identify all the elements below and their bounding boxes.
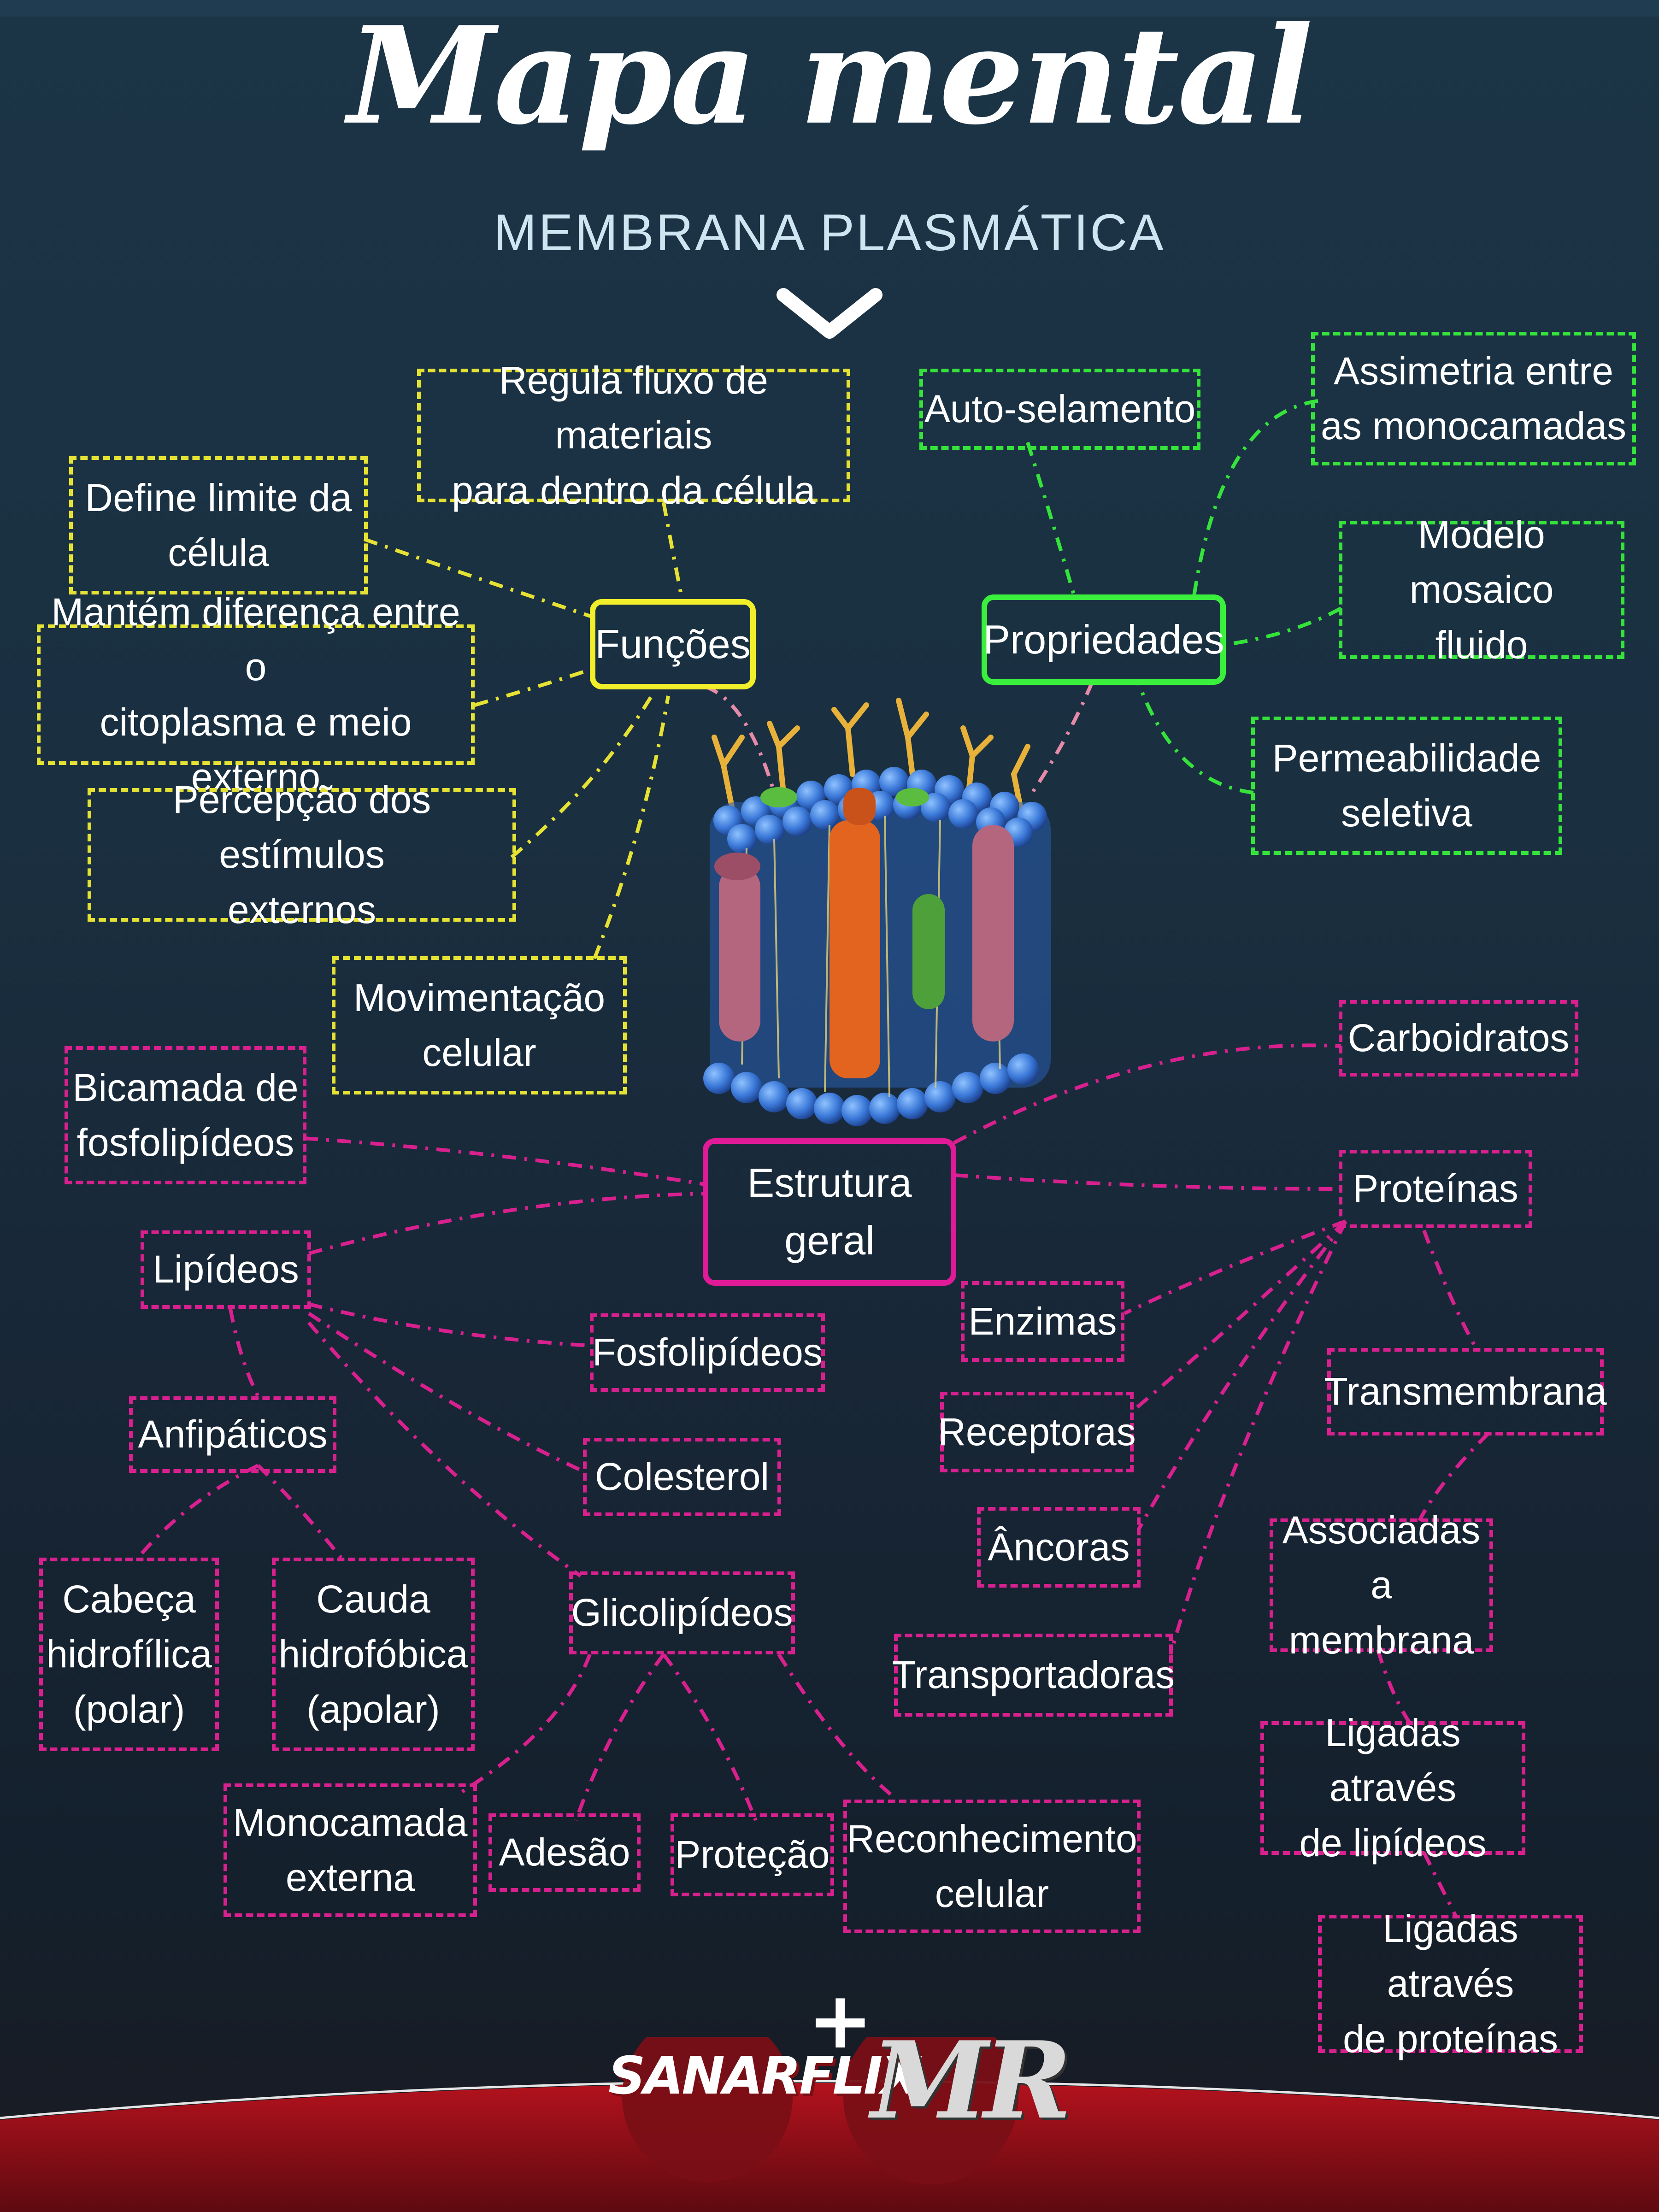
propriedade-assimetria: Assimetria entre as monocamadas (1311, 332, 1636, 465)
node-cauda-hidrofobica: Cauda hidrofóbica (apolar) (272, 1558, 475, 1751)
node-associadas-membrana: Associadas a membrana (1270, 1508, 1493, 1662)
funcao-regula-fluxo: Regula fluxo de materiais para dentro da… (417, 359, 850, 512)
node-ligadas-proteinas: Ligadas através de proteínas (1318, 1907, 1583, 2060)
sanarflix-logo: SANARFLIX (608, 2046, 921, 2106)
node-cabeca-hidrofilica: Cabeça hidrofílica (polar) (39, 1558, 219, 1751)
node-proteinas: Proteínas (1339, 1150, 1532, 1228)
propriedade-permeabilidade: Permeabilidade seletiva (1251, 717, 1562, 855)
propriedade-mosaico-fluido: Modelo mosaico fluido (1339, 513, 1624, 666)
propriedade-auto-selamento: Auto-selamento (919, 369, 1200, 450)
node-protecao: Proteção (671, 1813, 834, 1896)
funcao-movimentacao: Movimentação celular (332, 956, 627, 1094)
hub-funcoes: Funções (590, 599, 756, 689)
node-ligadas-lipideos: Ligadas através de lipídeos (1260, 1711, 1525, 1865)
node-anfipaticos: Anfipáticos (129, 1396, 336, 1473)
funcao-mantem-diferenca: Mantém diferença entre o citoplasma e me… (37, 590, 475, 799)
funcao-define-limite: Define limite da célula (69, 456, 368, 594)
chevron-down-icon (777, 288, 882, 339)
node-ancoras: Âncoras (977, 1507, 1141, 1588)
estrutura-bicamada: Bicamada de fosfolipídeos (65, 1046, 306, 1184)
mr-logo: MR (871, 2018, 1072, 2143)
node-receptoras: Receptoras (938, 1392, 1136, 1472)
node-enzimas: Enzimas (961, 1281, 1124, 1362)
hub-estrutura-geral: Estrutura geral (703, 1138, 956, 1286)
hub-propriedades: Propriedades (982, 594, 1226, 685)
node-monocamada-externa: Monocamada externa (224, 1783, 477, 1917)
node-colesterol: Colesterol (583, 1438, 781, 1516)
node-adesao: Adesão (488, 1813, 641, 1892)
top-bar (0, 0, 1659, 17)
node-transportadoras: Transportadoras (892, 1634, 1175, 1717)
membrane-illustration (703, 698, 1051, 1126)
node-transmembrana: Transmembrana (1324, 1348, 1607, 1435)
node-reconhecimento-celular: Reconhecimento celular (843, 1800, 1141, 1933)
footer-band (0, 2037, 1659, 2212)
node-lipideos: Lipídeos (141, 1230, 311, 1309)
page-title: Mapa mental (347, 0, 1313, 154)
funcao-percepcao: Percepção dos estímulos externos (88, 778, 516, 931)
page-subtitle: MEMBRANA PLASMÁTICA (494, 204, 1165, 261)
estrutura-carboidratos: Carboidratos (1339, 1000, 1578, 1077)
node-glicolipideos: Glicolipídeos (569, 1571, 795, 1654)
plus-icon: + (807, 1975, 873, 2066)
node-fosfolipideos: Fosfolipídeos (590, 1313, 825, 1392)
